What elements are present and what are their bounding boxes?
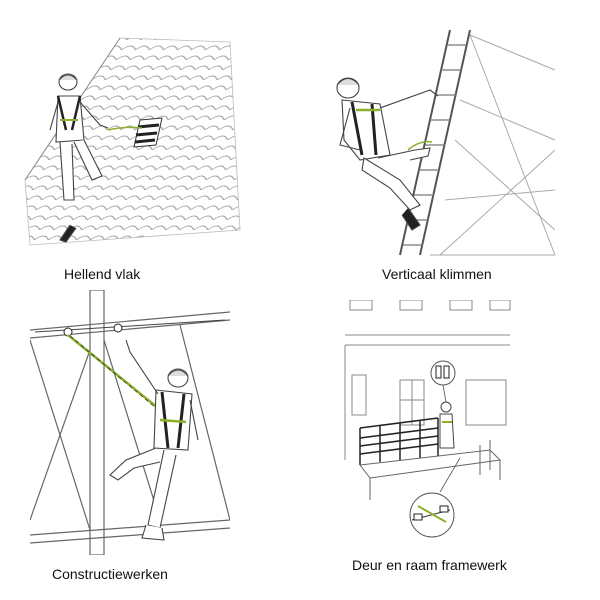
sloped-roof-drawing bbox=[24, 37, 241, 246]
caption-door-window-framework: Deur en raam framewerk bbox=[352, 557, 507, 573]
anchor-callout-top-icon bbox=[430, 360, 456, 403]
climber-figure bbox=[336, 77, 439, 231]
construction-worker-figure bbox=[109, 339, 199, 541]
roof-worker-figure bbox=[49, 73, 109, 243]
caption-sloped-roof: Hellend vlak bbox=[64, 266, 141, 282]
illustration-construction-work bbox=[30, 290, 230, 555]
balcony-worker-figure bbox=[439, 401, 455, 449]
anchor-callout-bottom-icon bbox=[409, 457, 461, 538]
caption-vertical-climbing: Verticaal klimmen bbox=[382, 266, 492, 282]
roof-anchor-icon bbox=[133, 117, 163, 148]
caption-construction-work: Constructiewerken bbox=[52, 566, 168, 582]
balcony-railing bbox=[359, 417, 439, 465]
vertical-climbing-drawing bbox=[336, 30, 556, 256]
illustration-vertical-climbing bbox=[320, 30, 560, 260]
illustration-sloped-roof bbox=[20, 30, 250, 260]
door-window-framework-drawing bbox=[344, 300, 511, 538]
construction-work-drawing bbox=[30, 290, 230, 555]
illustration-door-window-framework bbox=[340, 300, 515, 540]
horizontal-lifeline bbox=[34, 319, 226, 337]
